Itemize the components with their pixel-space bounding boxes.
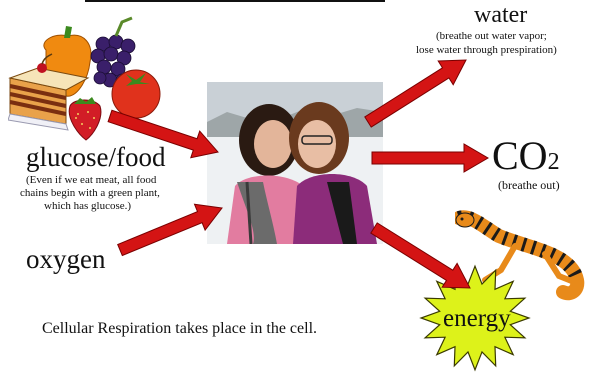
water-note-line-2: lose water through prespiration) [416, 44, 557, 56]
co2-subscript: 2 [548, 149, 560, 175]
glucose-note-line-2: chains begin with a green plant, [20, 187, 160, 199]
glucose-note-line-1: (Even if we eat meat, all food [26, 174, 156, 186]
co2-main: CO [492, 133, 548, 178]
energy-label: energy [443, 305, 511, 333]
water-label: water [474, 2, 527, 29]
water-note-line-1: (breathe out water vapor; [436, 30, 547, 42]
oxygen-label: oxygen [26, 244, 105, 275]
co2-note: (breathe out) [498, 178, 560, 193]
photo-image [207, 82, 383, 244]
caption: Cellular Respiration takes place in the … [42, 320, 317, 338]
title-underline [85, 0, 385, 2]
people-photo [207, 82, 383, 244]
glucose-note-line-3: which has glucose.) [44, 200, 131, 212]
glucose-label: glucose/food [26, 142, 165, 173]
arrow-person-to-co2 [372, 144, 488, 172]
food-illustration [8, 14, 178, 154]
